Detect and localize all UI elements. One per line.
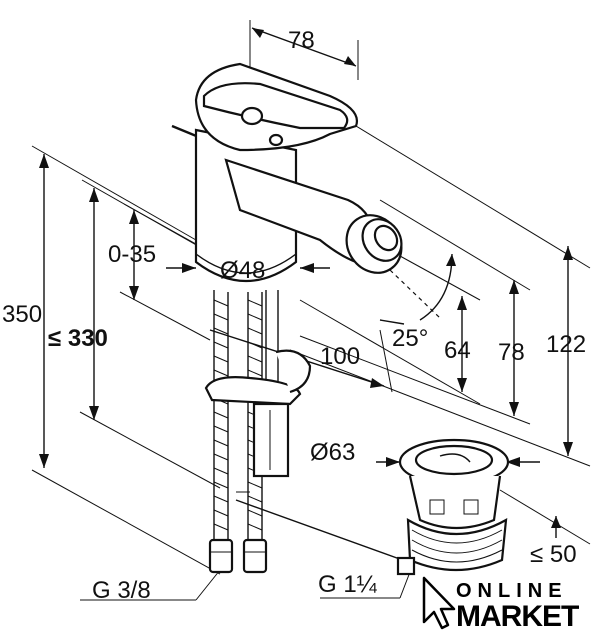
watermark-line1: ONLINE [456, 580, 568, 602]
cursor-arrow-icon [422, 576, 456, 630]
dim-spout-reach: 100 [320, 343, 360, 370]
dim-spout-height-64: 64 [444, 337, 471, 364]
dim-lift-range: 0-35 [108, 241, 156, 268]
dim-body-diameter: Ø48 [220, 257, 265, 284]
dim-max-height: ≤ 330 [48, 325, 108, 352]
dim-waste-depth: ≤ 50 [530, 541, 577, 568]
dim-total-height: 350 [2, 301, 42, 328]
supply-hoses [204, 290, 409, 574]
dimension-labels: 78 0-35 Ø48 350 ≤ 330 100 25° 64 78 122 … [2, 27, 586, 604]
dim-spout-angle: 25° [392, 325, 428, 352]
watermark-line2: MARKET [456, 600, 579, 633]
pop-up-waste [396, 438, 510, 576]
dim-spout-width: 78 [288, 27, 315, 54]
dim-spout-height-78: 78 [498, 339, 525, 366]
dim-top-height: 122 [546, 331, 586, 358]
watermark: ONLINE MARKET [422, 576, 580, 633]
label-supply-thread: G 3/8 [92, 577, 151, 604]
dimension-lines [31, 20, 591, 601]
label-waste-thread: G 1¼ [318, 571, 378, 598]
faucet-body [171, 62, 403, 282]
dim-waste-diameter: Ø63 [310, 439, 355, 466]
